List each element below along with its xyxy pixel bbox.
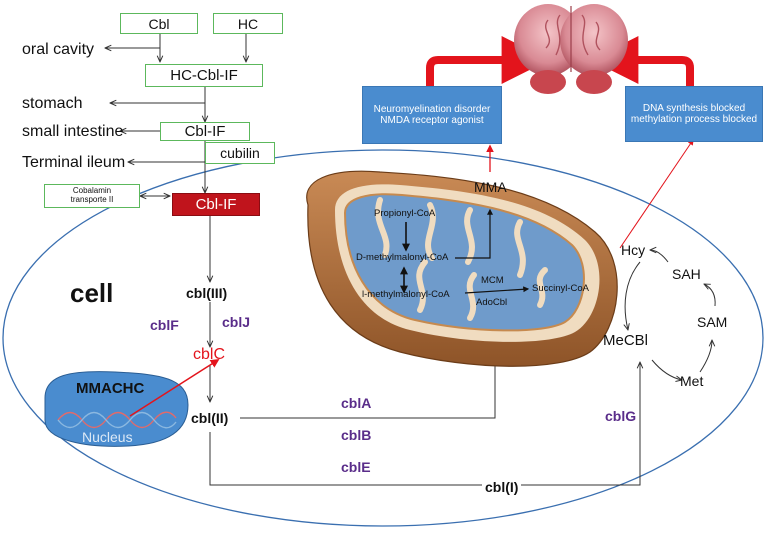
dna-effect-line1: DNA synthesis blocked: [642, 103, 746, 114]
mecbl-label: MeCBl: [603, 332, 649, 349]
mma-label: MMA: [474, 179, 507, 195]
cbl-if-red-label: Cbl-IF: [195, 196, 237, 213]
cbl-iii-label: cbl(III): [186, 285, 228, 301]
cbl-box: Cbl: [120, 13, 198, 34]
nucleus-shape: [44, 371, 189, 447]
neuro-effect-line2: NMDA receptor agonist: [380, 115, 484, 126]
met-label: Met: [680, 373, 704, 389]
cblG-label: cblG: [605, 408, 637, 424]
cell-title: cell: [70, 278, 114, 308]
cbl-if-label: Cbl-IF: [184, 123, 226, 140]
hc-cbl-if-box: HC-Cbl-IF: [145, 64, 263, 87]
cobalamin-transporter-box: Cobalamin transporte II: [44, 184, 140, 208]
hc-label: HC: [237, 15, 259, 32]
cbl-label: Cbl: [148, 15, 170, 32]
dna-effect-line2: methylation process blocked: [630, 114, 758, 125]
cbl-ii-label: cbl(II): [191, 410, 229, 426]
cubilin-label: cubilin: [220, 145, 260, 161]
brain-icon: [514, 4, 628, 94]
propionyl-coa-label: Propionyl-CoA: [374, 208, 436, 219]
hc-cbl-if-label: HC-Cbl-IF: [170, 67, 238, 84]
l-methylmalonyl-coa-label: l-methylmalonyl-CoA: [362, 289, 450, 300]
hcy-label: Hcy: [621, 242, 646, 258]
cell-membrane: [2, 149, 764, 527]
cbl-if-red-box: Cbl-IF: [172, 193, 260, 216]
nucleus-label: Nucleus: [82, 429, 133, 445]
cblC-label: cblC: [193, 346, 226, 363]
mcm-label: MCM: [481, 275, 504, 286]
cblA-label: cblA: [341, 395, 372, 411]
cblJ-label: cblJ: [222, 314, 251, 330]
oral-cavity-label: oral cavity: [22, 41, 95, 58]
sah-label: SAH: [672, 266, 701, 282]
cbl-i-label: cbl(I): [482, 480, 522, 494]
mmachc-label: MMACHC: [76, 380, 145, 397]
sam-label: SAM: [697, 314, 728, 330]
cobalamin-transporter-line1: Cobalamin: [72, 186, 112, 196]
cubilin-box: cubilin: [205, 142, 275, 164]
neuro-effect-box: Neuromyelination disorder NMDA receptor …: [362, 86, 502, 144]
stomach-label: stomach: [22, 95, 83, 112]
mitochondrion-illustration: [306, 170, 618, 367]
d-methylmalonyl-coa-label: D-methylmalonyl-CoA: [356, 252, 449, 263]
cblE-label: cblE: [341, 459, 371, 475]
succinyl-coa-label: Succinyl-CoA: [532, 283, 590, 294]
adocbl-label: AdoCbl: [476, 297, 508, 308]
cblF-label: cblF: [150, 317, 179, 333]
dna-effect-box: DNA synthesis blocked methylation proces…: [625, 86, 763, 142]
small-intestine-label: small intestine: [22, 123, 124, 140]
neuro-effect-line1: Neuromyelination disorder: [373, 104, 491, 115]
terminal-ileum-label: Terminal ileum: [22, 154, 126, 171]
dna-helix-icon: [57, 411, 177, 429]
cobalamin-transporter-line2: transporte II: [70, 195, 114, 204]
cblB-label: cblB: [341, 427, 372, 443]
hc-box: HC: [213, 13, 283, 34]
cbl-if-box: Cbl-IF: [160, 122, 250, 141]
